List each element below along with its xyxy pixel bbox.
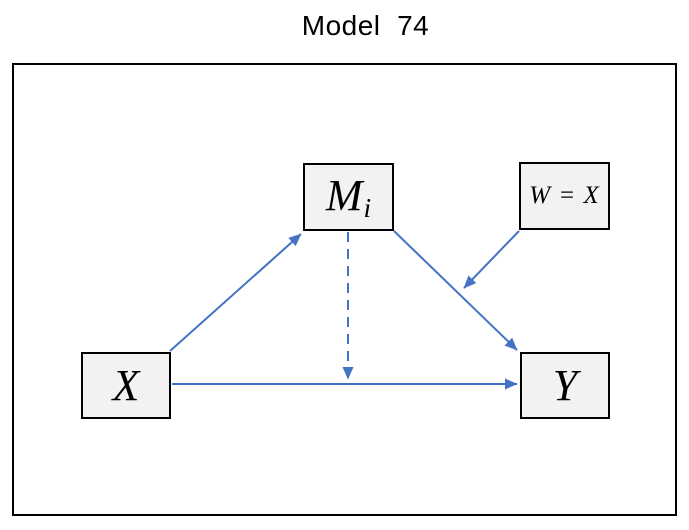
node-m-label: Mi — [325, 170, 372, 224]
diagram-frame — [12, 63, 677, 516]
node-moderator-w: W = X — [519, 162, 610, 230]
diagram-title: Model 74 — [301, 10, 430, 41]
node-mediator-m: Mi — [303, 163, 394, 231]
node-w-label: W = X — [529, 182, 600, 209]
node-y-label: Y — [552, 361, 578, 410]
node-m-subscript: i — [363, 193, 372, 224]
node-x-label: X — [112, 361, 140, 410]
node-dependent-y: Y — [520, 352, 610, 419]
node-independent-x: X — [81, 352, 171, 419]
